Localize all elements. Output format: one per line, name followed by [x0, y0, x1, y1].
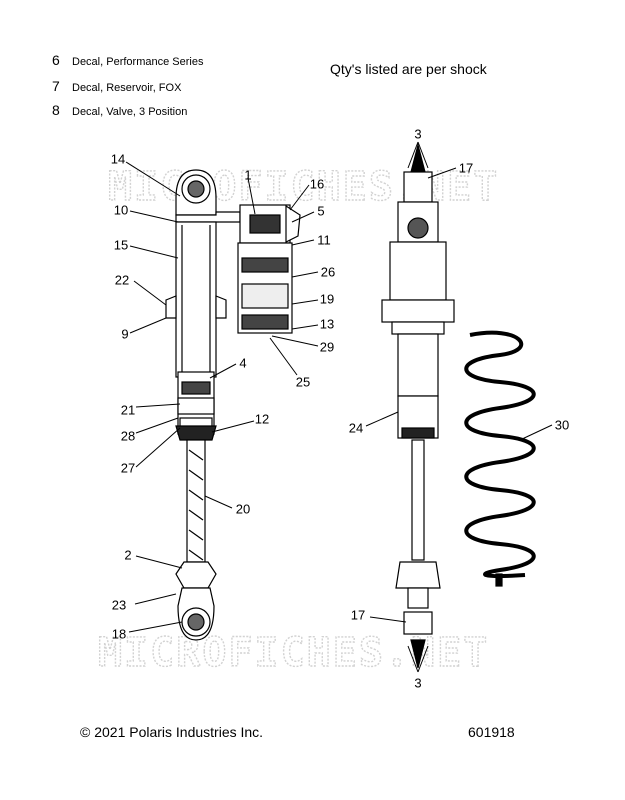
callout-23: 23 — [111, 597, 127, 613]
callout-17-bottom: 17 — [350, 607, 366, 623]
legend-number: 6 — [52, 52, 60, 68]
legend-item: 6 Decal, Performance Series — [52, 52, 203, 68]
legend-label: Decal, Reservoir, FOX — [72, 82, 182, 94]
callout-3-top: 3 — [414, 126, 422, 142]
legend-label: Decal, Valve, 3 Position — [72, 106, 188, 118]
callout-5: 5 — [317, 203, 325, 219]
watermark-top: MICROFICHES.NET — [108, 164, 499, 210]
callout-26: 26 — [320, 264, 336, 280]
callout-15: 15 — [113, 237, 129, 253]
legend-item: 7 Decal, Reservoir, FOX — [52, 78, 181, 94]
left-shock-assembly — [165, 169, 301, 641]
callout-2: 2 — [124, 547, 132, 563]
callout-1: 1 — [244, 167, 252, 183]
leader-lines — [125, 141, 553, 673]
legend-item: 8 Decal, Valve, 3 Position — [52, 102, 187, 118]
callout-29: 29 — [319, 339, 335, 355]
part-number: 601918 — [468, 724, 515, 740]
callout-24: 24 — [348, 420, 364, 436]
callout-22: 22 — [114, 272, 130, 288]
callout-9: 9 — [121, 326, 129, 342]
callout-25: 25 — [295, 374, 311, 390]
coil-spring — [464, 330, 536, 579]
callout-16: 16 — [309, 176, 325, 192]
copyright: © 2021 Polaris Industries Inc. — [80, 724, 264, 740]
legend-number: 7 — [52, 78, 60, 94]
callout-21: 21 — [120, 402, 136, 418]
callout-14: 14 — [110, 151, 126, 167]
callout-20: 20 — [235, 501, 251, 517]
right-shock-assembly — [381, 142, 455, 669]
callout-13: 13 — [319, 316, 335, 332]
callout-4: 4 — [239, 355, 247, 371]
legend-label: Decal, Performance Series — [72, 56, 204, 68]
quantity-note: Qty's listed are per shock — [330, 61, 487, 77]
callout-17-top: 17 — [458, 160, 474, 176]
legend-number: 8 — [52, 102, 60, 118]
watermark-bottom: MICROFICHES.NET — [98, 630, 489, 676]
callout-27: 27 — [120, 460, 136, 476]
callout-30: 30 — [554, 417, 570, 433]
callout-11: 11 — [317, 232, 331, 248]
callout-10: 10 — [113, 202, 129, 218]
callout-12: 12 — [254, 411, 270, 427]
callout-19: 19 — [319, 291, 335, 307]
callout-18: 18 — [111, 626, 127, 642]
callout-3-bottom: 3 — [414, 675, 422, 691]
callout-28: 28 — [120, 428, 136, 444]
